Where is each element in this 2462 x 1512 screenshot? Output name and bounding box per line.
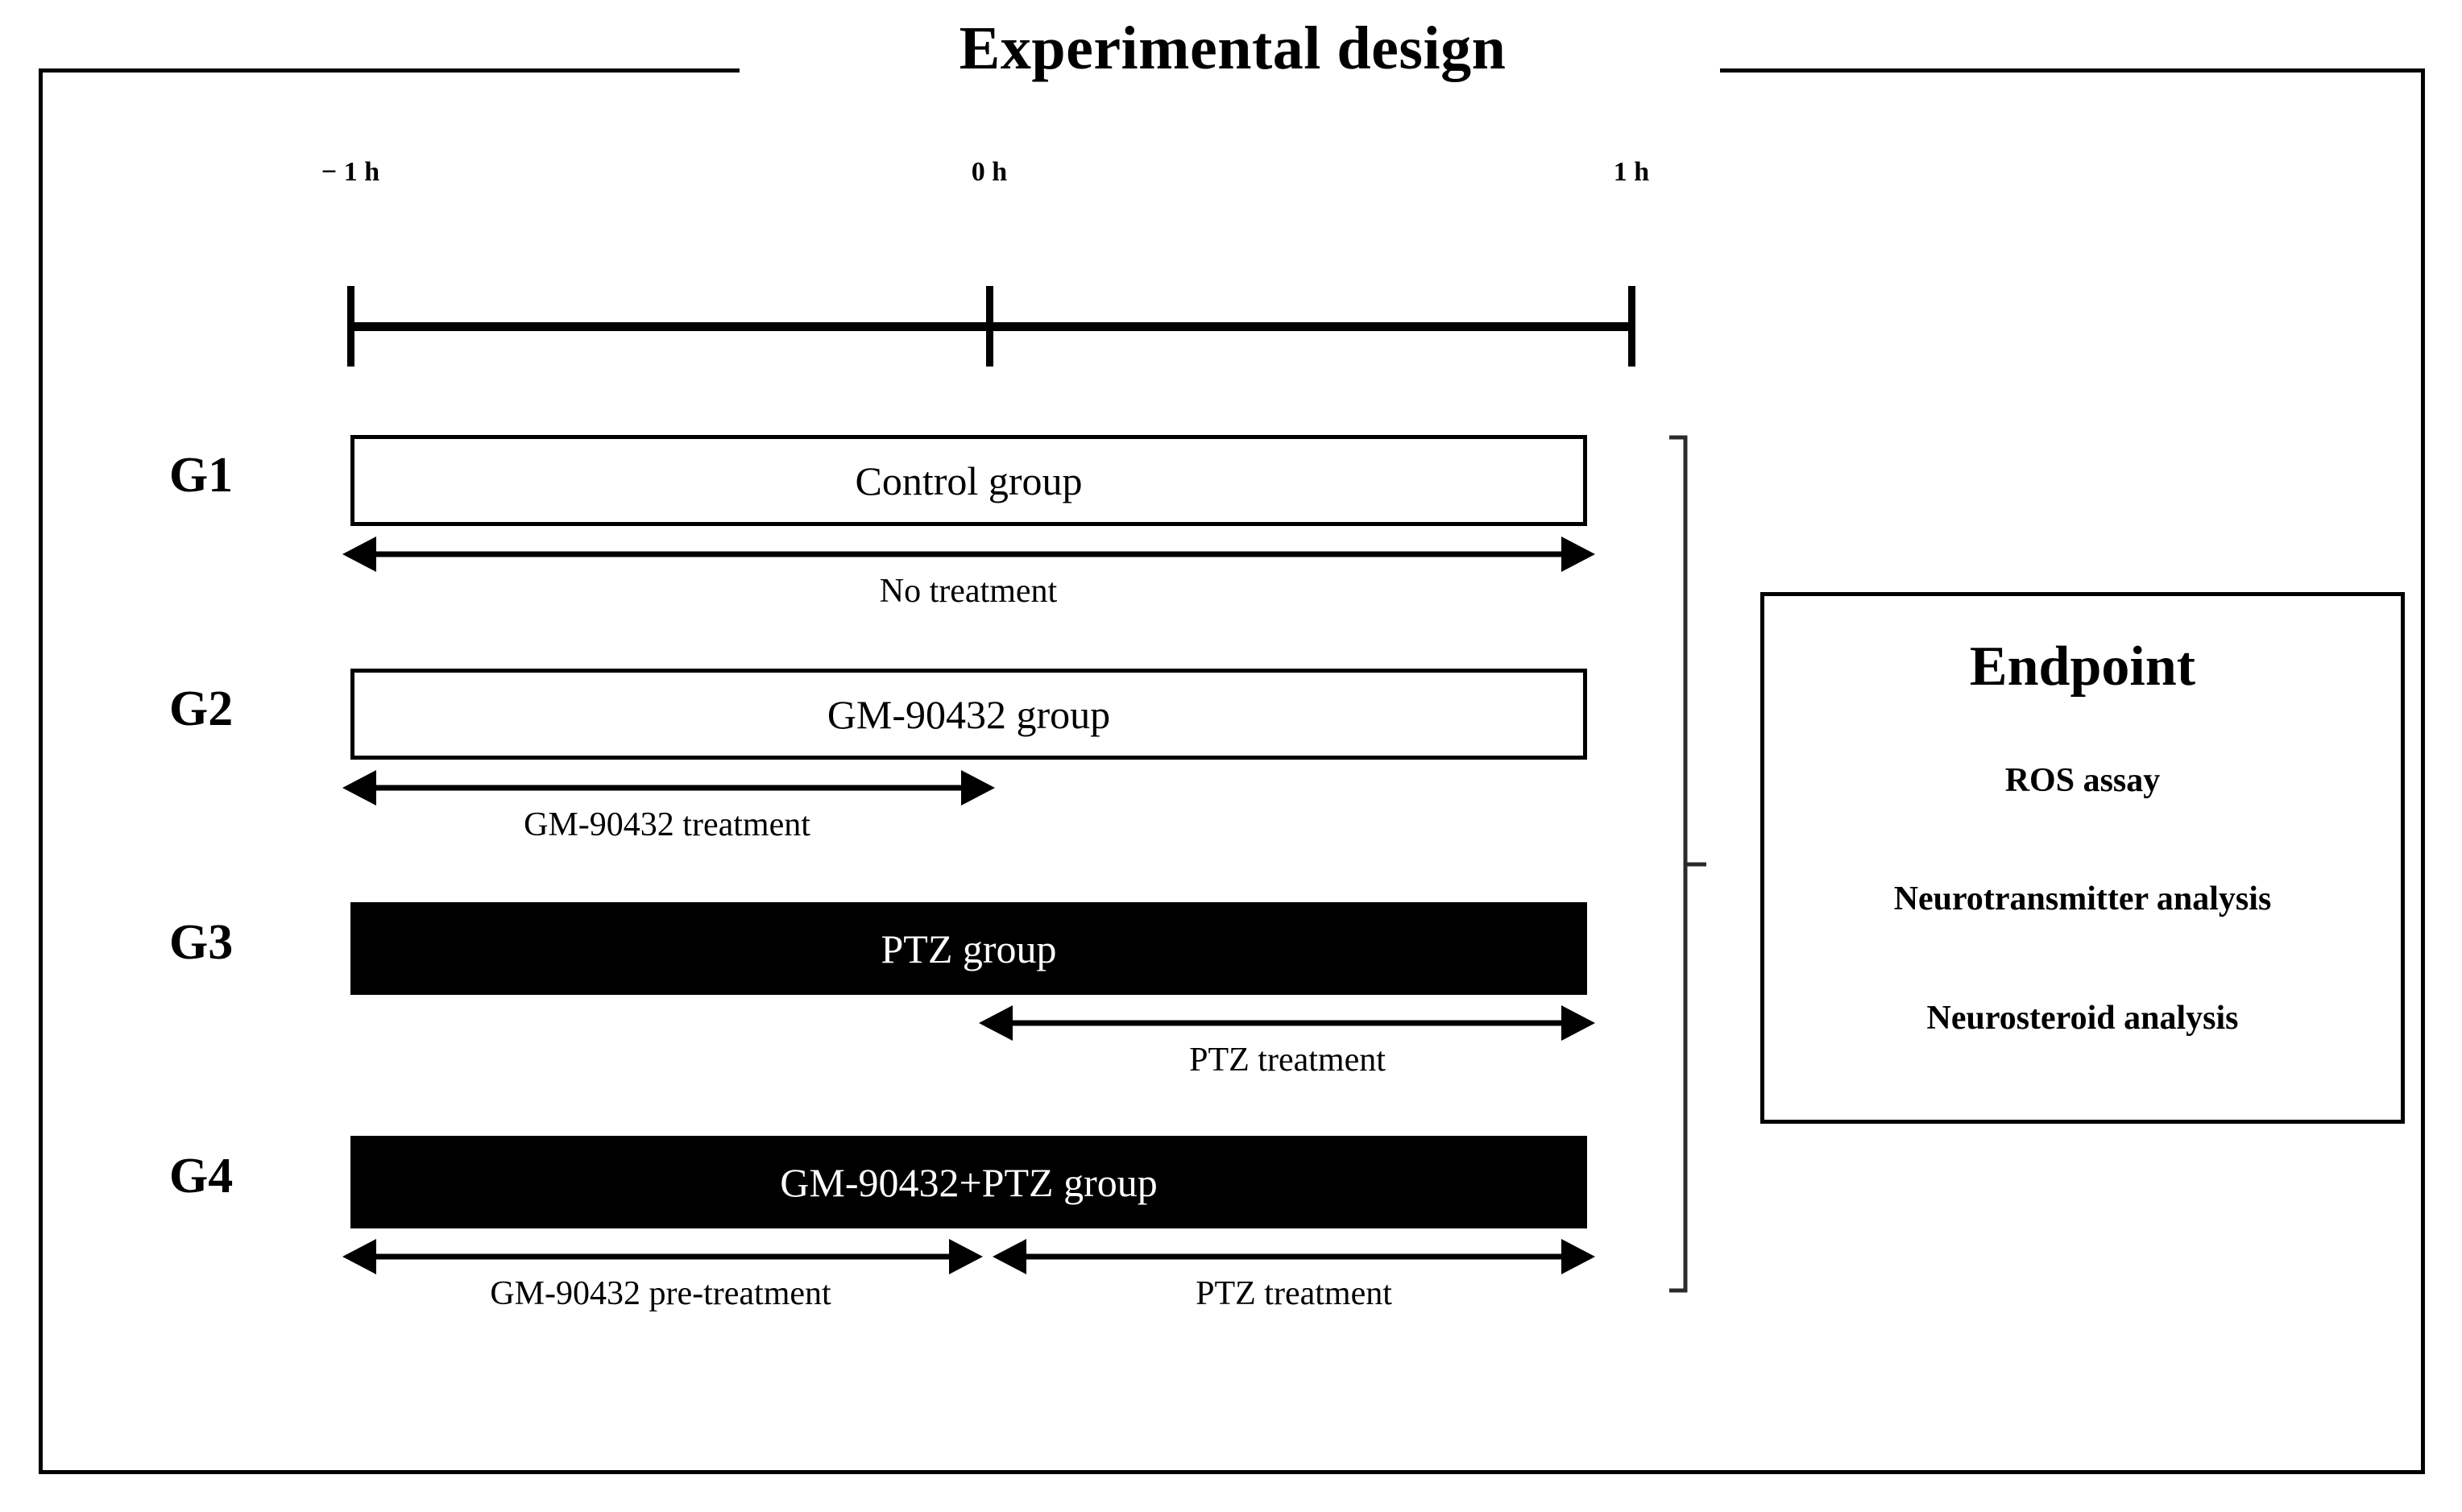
timeline-tick-1h [1628,286,1635,367]
group-box-g3: PTZ group [350,902,1587,995]
arrow-g1-no-treatment [342,532,1595,577]
figure-title: Experimental design [959,14,1507,82]
group-box-text-g3: PTZ group [881,926,1057,971]
arrow-caption-g4-pre: GM-90432 pre-treatment [490,1275,831,1312]
frame-border-right [2421,68,2425,1474]
frame-border-bottom [39,1470,2425,1474]
timeline-label-minus-1h: − 1 h [321,157,380,187]
group-label-g3: G3 [169,915,234,970]
group-label-g2: G2 [169,681,234,736]
arrow-caption-g3: PTZ treatment [1189,1042,1386,1079]
group-box-g1: Control group [350,435,1587,526]
endpoint-title: Endpoint [1969,636,2196,698]
frame-border-top-right [1720,68,2425,72]
arrow-caption-g4-ptz: PTZ treatment [1196,1275,1392,1312]
endpoint-panel: Endpoint ROS assay Neurotransmitter anal… [1760,592,2405,1124]
group-label-g4: G4 [169,1149,234,1203]
arrow-caption-g1: No treatment [879,573,1058,610]
group-box-g2: GM-90432 group [350,669,1587,760]
arrow-g4-gm90432-pretreatment [342,1234,983,1279]
group-box-g4: GM-90432+PTZ group [350,1136,1587,1228]
group-box-text-g1: Control group [855,458,1083,503]
endpoint-item-ros-assay: ROS assay [2004,762,2161,799]
group-label-g1: G1 [169,448,234,503]
group-bracket [1668,435,1716,1293]
arrow-g4-ptz-treatment [993,1234,1595,1279]
group-box-text-g2: GM-90432 group [827,691,1111,737]
endpoint-item-neurotransmitter-analysis: Neurotransmitter analysis [1893,880,2272,918]
group-box-text-g4: GM-90432+PTZ group [780,1159,1158,1205]
timeline-label-0h: 0 h [971,157,1008,187]
frame-border-left [39,68,43,1474]
arrow-g2-gm90432-treatment [342,765,995,810]
timeline-tick-0h [986,286,993,367]
timeline-label-1h: 1 h [1613,157,1650,187]
timeline-tick-minus-1h [347,286,354,367]
endpoint-item-neurosteroid-analysis: Neurosteroid analysis [1926,1000,2239,1037]
arrow-g3-ptz-treatment [979,1000,1595,1046]
frame-border-top-left [39,68,740,72]
arrow-caption-g2: GM-90432 treatment [524,806,810,843]
